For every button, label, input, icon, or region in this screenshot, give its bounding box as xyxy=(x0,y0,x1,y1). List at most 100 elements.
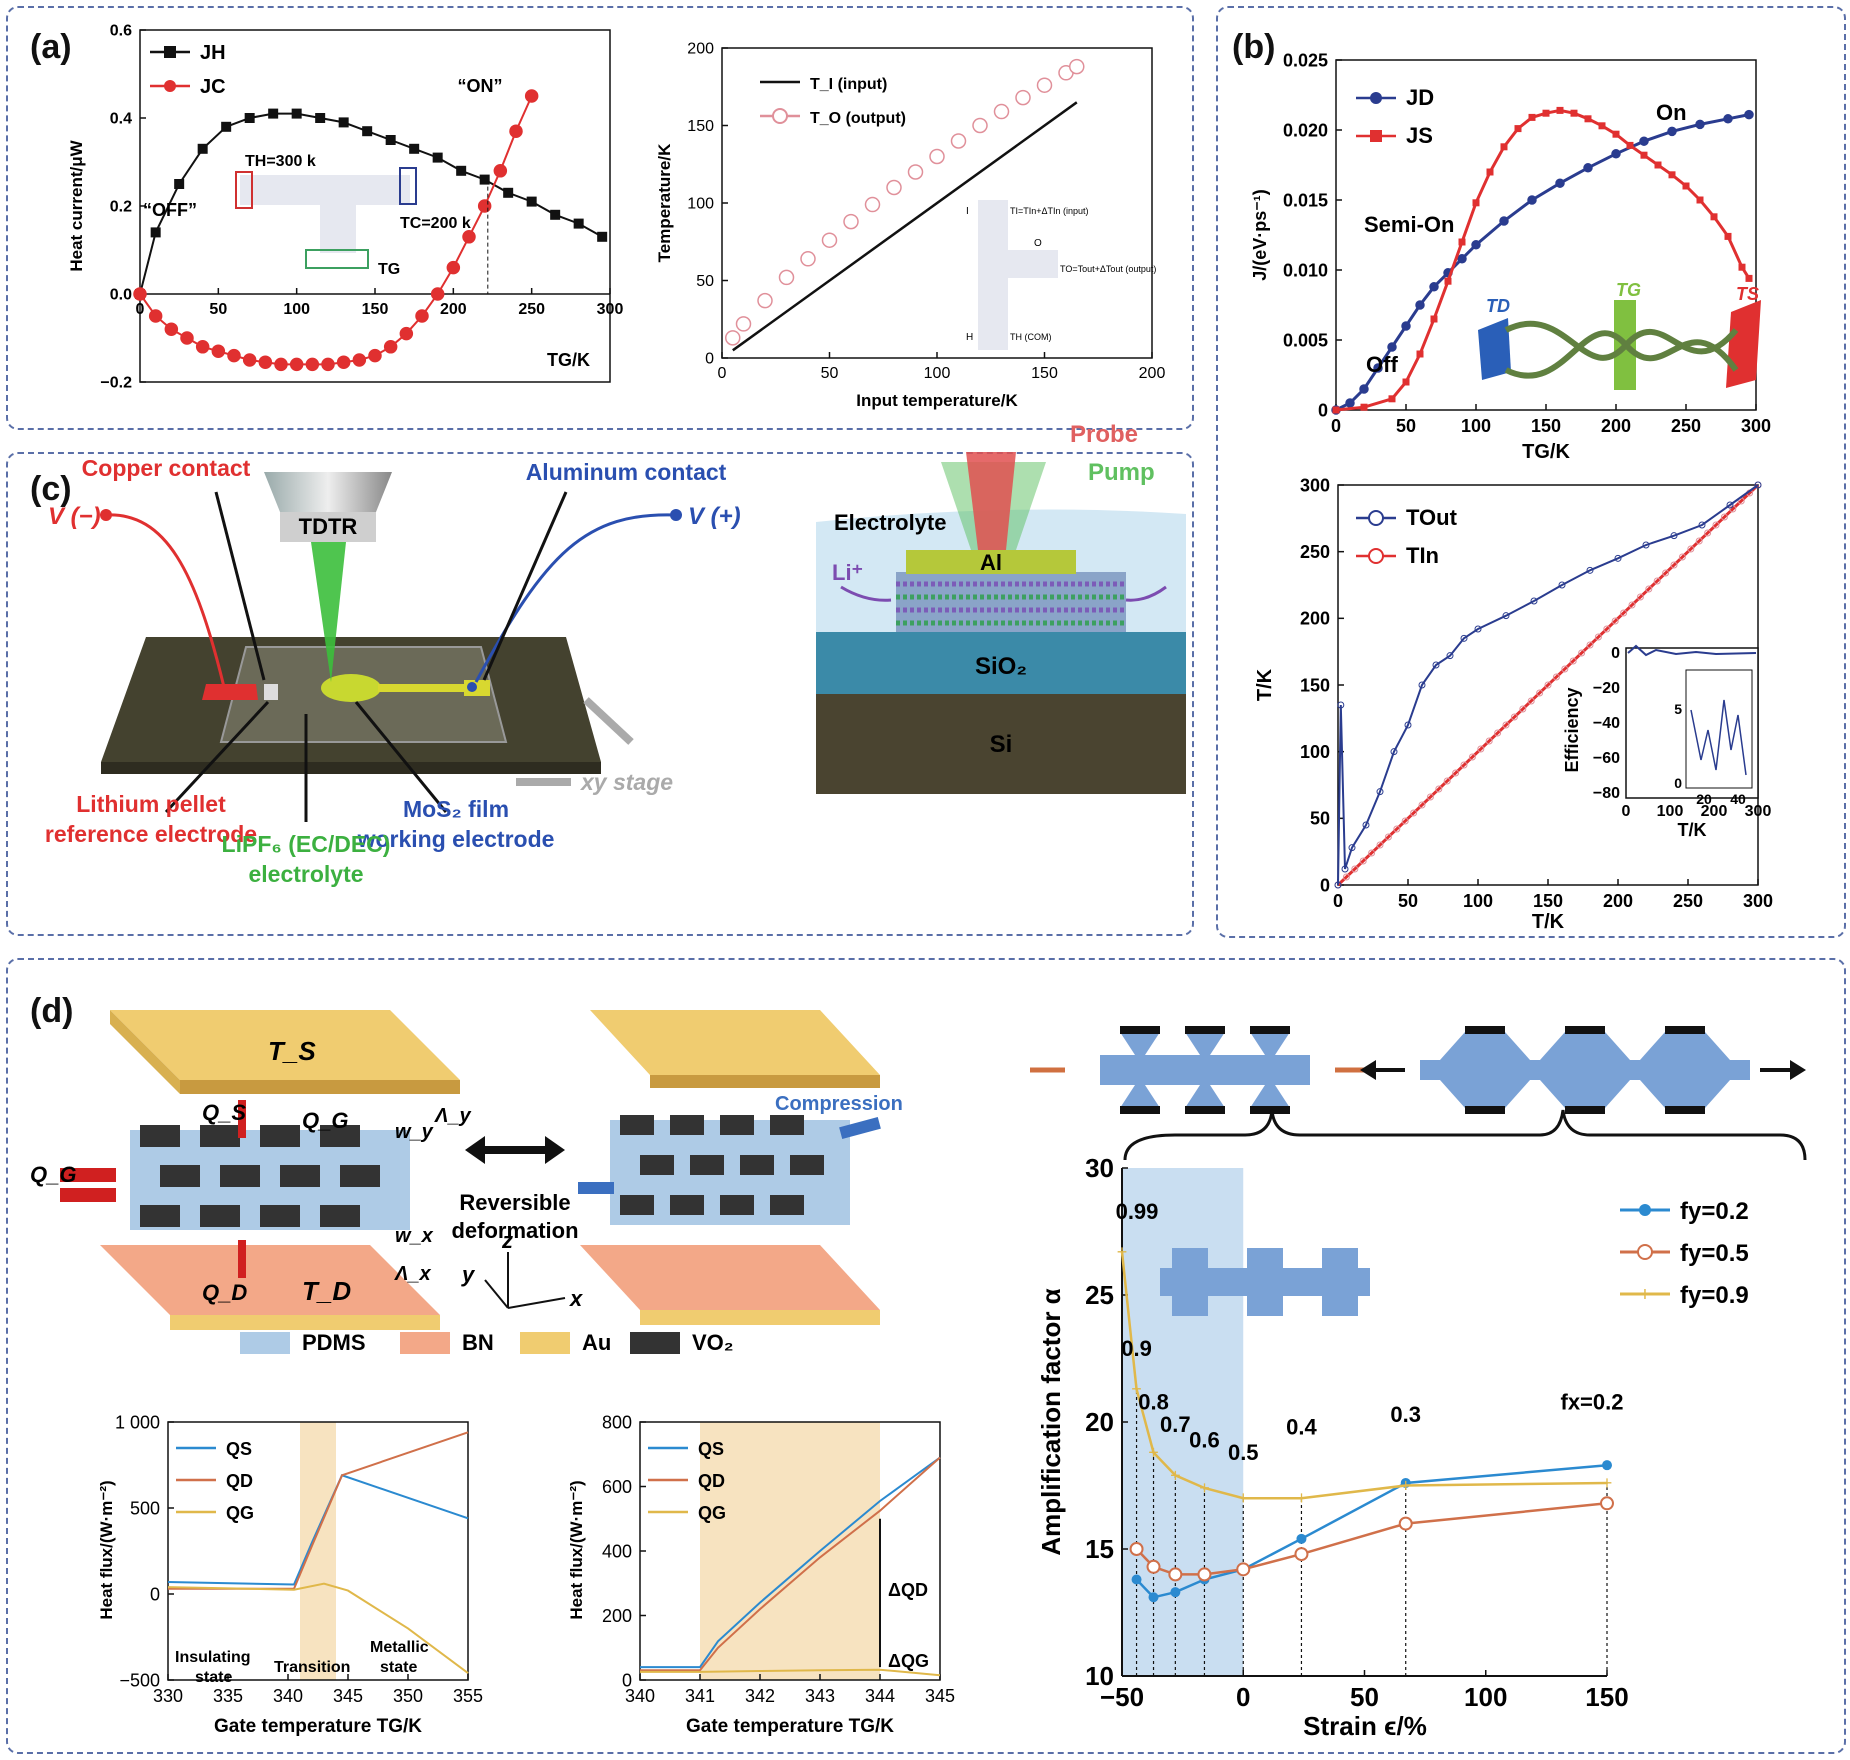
series-jh-point xyxy=(150,227,161,238)
legend-bn: BN xyxy=(462,1330,494,1355)
series-fy09-point: + xyxy=(1602,1473,1613,1493)
y-tick-label: 0.005 xyxy=(1283,330,1328,350)
inset-zoom-ytick: 0 xyxy=(1674,775,1682,791)
inset-molecule xyxy=(978,200,1008,350)
legend-pdms-swatch xyxy=(240,1332,290,1354)
x-tick-label: 250 xyxy=(1671,416,1701,436)
series-tin-point xyxy=(1670,561,1678,569)
panel-c-diagram: TDTR Copper contact Aluminum contact V (… xyxy=(45,421,1186,887)
arrow-copper xyxy=(214,491,266,681)
series-tin-point xyxy=(1620,609,1628,617)
series-tin-point xyxy=(1653,577,1661,585)
series-to-point xyxy=(778,269,795,286)
inset-structure-node xyxy=(1172,1248,1208,1316)
series-fy02-point xyxy=(1296,1533,1307,1544)
series-fy05-point xyxy=(1197,1567,1212,1582)
annotation-th: TH=300 k xyxy=(245,153,316,170)
series-to-point xyxy=(907,164,924,180)
label-qs: Q_S xyxy=(202,1100,246,1125)
y-axis-label: T/K xyxy=(1254,668,1276,701)
y-axis-label: Heat current/μW xyxy=(67,139,86,271)
series-jh-point xyxy=(573,218,584,229)
series-fy05-point xyxy=(1168,1567,1183,1582)
inset-x-tick-label: 0 xyxy=(1622,803,1631,820)
series-tout-point xyxy=(1418,681,1426,689)
legend-jh-label: JH xyxy=(200,42,226,64)
series-to-point xyxy=(993,103,1010,120)
series-jd-point xyxy=(1695,119,1705,130)
series-qd-line xyxy=(640,1456,941,1672)
series-tin-point xyxy=(1678,553,1686,561)
label-deformation: deformation xyxy=(451,1218,578,1243)
x-tick-label: 330 xyxy=(153,1686,183,1706)
top-plate-left-front xyxy=(180,1080,460,1094)
y-tick-label: 150 xyxy=(687,118,714,135)
legend-tin-marker xyxy=(1368,548,1384,564)
y-axis-label: Amplification factor α xyxy=(1036,1288,1066,1555)
series-jc-point xyxy=(289,357,304,372)
x-tick-label: 50 xyxy=(1396,416,1416,436)
legend-au-swatch xyxy=(520,1332,570,1354)
point-label: 0.5 xyxy=(1228,1440,1259,1465)
series-jd-point xyxy=(1415,300,1425,310)
inset-gate-box xyxy=(305,249,369,269)
x-tick-label: 100 xyxy=(1461,416,1491,436)
series-tin-point xyxy=(1452,769,1460,777)
series-tout-point xyxy=(1670,532,1678,540)
series-tin-point xyxy=(1410,809,1418,817)
inset-zoom-frame xyxy=(1685,669,1753,789)
series-js-point xyxy=(1430,315,1438,323)
series-tout-point xyxy=(1348,844,1356,852)
series-jc-point xyxy=(211,344,226,358)
annotation-tg: TG xyxy=(1616,280,1641,300)
x-tick-label: 250 xyxy=(1673,891,1703,911)
series-jh-point xyxy=(597,231,608,242)
series-qg-line xyxy=(640,1668,941,1677)
series-tin-point xyxy=(1594,633,1602,641)
series-tin-point xyxy=(1401,817,1409,825)
qd-arrow xyxy=(238,1240,246,1278)
series-jc-point xyxy=(258,355,273,369)
x-tick-label: 200 xyxy=(1603,891,1633,911)
legend-qs-label: QS xyxy=(226,1439,252,1459)
x-tick-label: 345 xyxy=(333,1686,363,1706)
y-tick-label: 0.4 xyxy=(110,111,132,128)
legend-jd-label: JD xyxy=(1406,85,1434,110)
y-tick-label: 0.010 xyxy=(1283,260,1328,280)
series-tin-point xyxy=(1485,737,1493,745)
series-js-point xyxy=(1416,350,1424,358)
inset-y-tick-label: −60 xyxy=(1593,750,1620,767)
x-tick-label: 100 xyxy=(1464,1682,1507,1712)
series-tin-point xyxy=(1704,529,1712,537)
label-axis-y: y xyxy=(461,1262,476,1287)
series-jc-point xyxy=(509,124,523,138)
label-aluminum: Aluminum contact xyxy=(526,459,727,485)
series-js-point xyxy=(1514,125,1522,133)
series-jd-point xyxy=(1611,149,1621,159)
series-fy05-point xyxy=(1600,1496,1614,1511)
mos2-film xyxy=(321,674,381,702)
series-fy02-point xyxy=(1148,1592,1159,1603)
bottom-plate-right-front xyxy=(640,1310,880,1325)
series-tin-point xyxy=(1561,665,1569,673)
inset-x-label: T/K xyxy=(1678,820,1707,840)
x-tick-label: −50 xyxy=(1100,1682,1144,1712)
transition-band xyxy=(300,1422,336,1680)
series-js-point xyxy=(1668,171,1676,179)
series-tout-point xyxy=(1362,821,1370,829)
series-jd-point xyxy=(1471,240,1481,250)
lithium-pellet xyxy=(264,684,278,700)
inset-td-plate xyxy=(1478,318,1511,380)
series-js-point xyxy=(1472,199,1480,207)
label-qg-top: Q_G xyxy=(302,1108,348,1133)
x-tick-label: 343 xyxy=(805,1686,835,1706)
series-jc-point xyxy=(133,287,147,301)
legend-tin-label: TIn xyxy=(1406,543,1439,568)
series-tin-point xyxy=(1460,761,1468,769)
label-lipf-1: LiPF₆ (EC/DEC) xyxy=(222,831,391,857)
series-tin-point xyxy=(1368,849,1376,857)
series-qs-line xyxy=(640,1456,941,1669)
qg-arrow-1 xyxy=(60,1168,116,1182)
x-tick-label: 150 xyxy=(362,301,389,318)
